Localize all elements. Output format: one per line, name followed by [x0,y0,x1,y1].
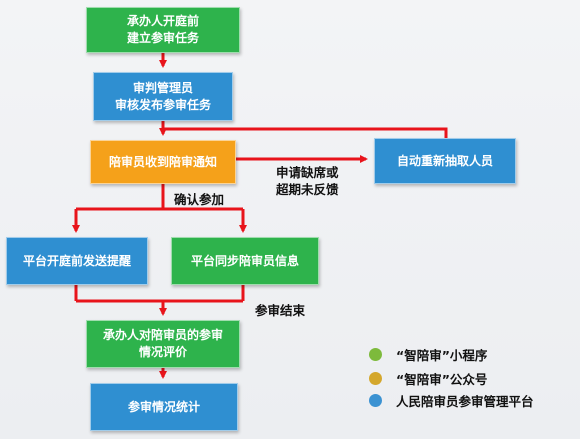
node-send-reminder: 平台开庭前发送提醒 [6,237,148,285]
label-refuse-or-timeout: 申请缺席或 超期未反馈 [276,165,339,197]
legend-label: 人民陪审员参审管理平台 [396,394,534,409]
node-redraw-juror: 自动重新抽取人员 [374,138,516,184]
legend-dot-green [369,348,382,361]
legend-dot-blue [369,394,382,407]
legend-dot-gold [369,372,382,385]
legend-management-platform: 人民陪审员参审管理平台 [369,391,534,410]
legend-official-account: “智陪审”公众号 [369,369,487,388]
legend-mini-program: “智陪审”小程序 [369,345,487,364]
node-statistics: 参审情况统计 [90,383,238,431]
label-confirm: 确认参加 [174,192,225,207]
legend-label: “智陪审”小程序 [396,348,488,363]
legend-label: “智陪审”公众号 [396,372,488,387]
label-finish: 参审结束 [255,303,306,318]
arrow-redraw-loop-back [163,127,448,138]
node-create-task: 承办人开庭前 建立参审任务 [86,7,240,53]
node-evaluate-juror: 承办人对陪审员的参审 情况评价 [86,320,240,368]
node-receive-notice: 陪审员收到陪审通知 [90,140,236,184]
node-review-task: 审判管理员 审核发布参审任务 [93,72,233,121]
node-sync-info: 平台同步陪审员信息 [171,237,319,285]
